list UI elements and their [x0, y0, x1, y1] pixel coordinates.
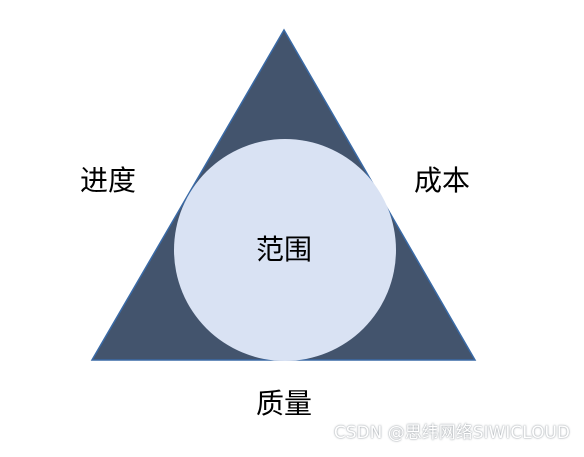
scope-label: 范围 [256, 233, 313, 266]
schedule-label: 进度 [80, 164, 137, 197]
cost-label: 成本 [414, 164, 471, 197]
quality-label: 质量 [256, 387, 313, 420]
watermark: CSDN @思纬网络SIWICLOUD [333, 423, 570, 443]
scope-circle [174, 139, 396, 361]
